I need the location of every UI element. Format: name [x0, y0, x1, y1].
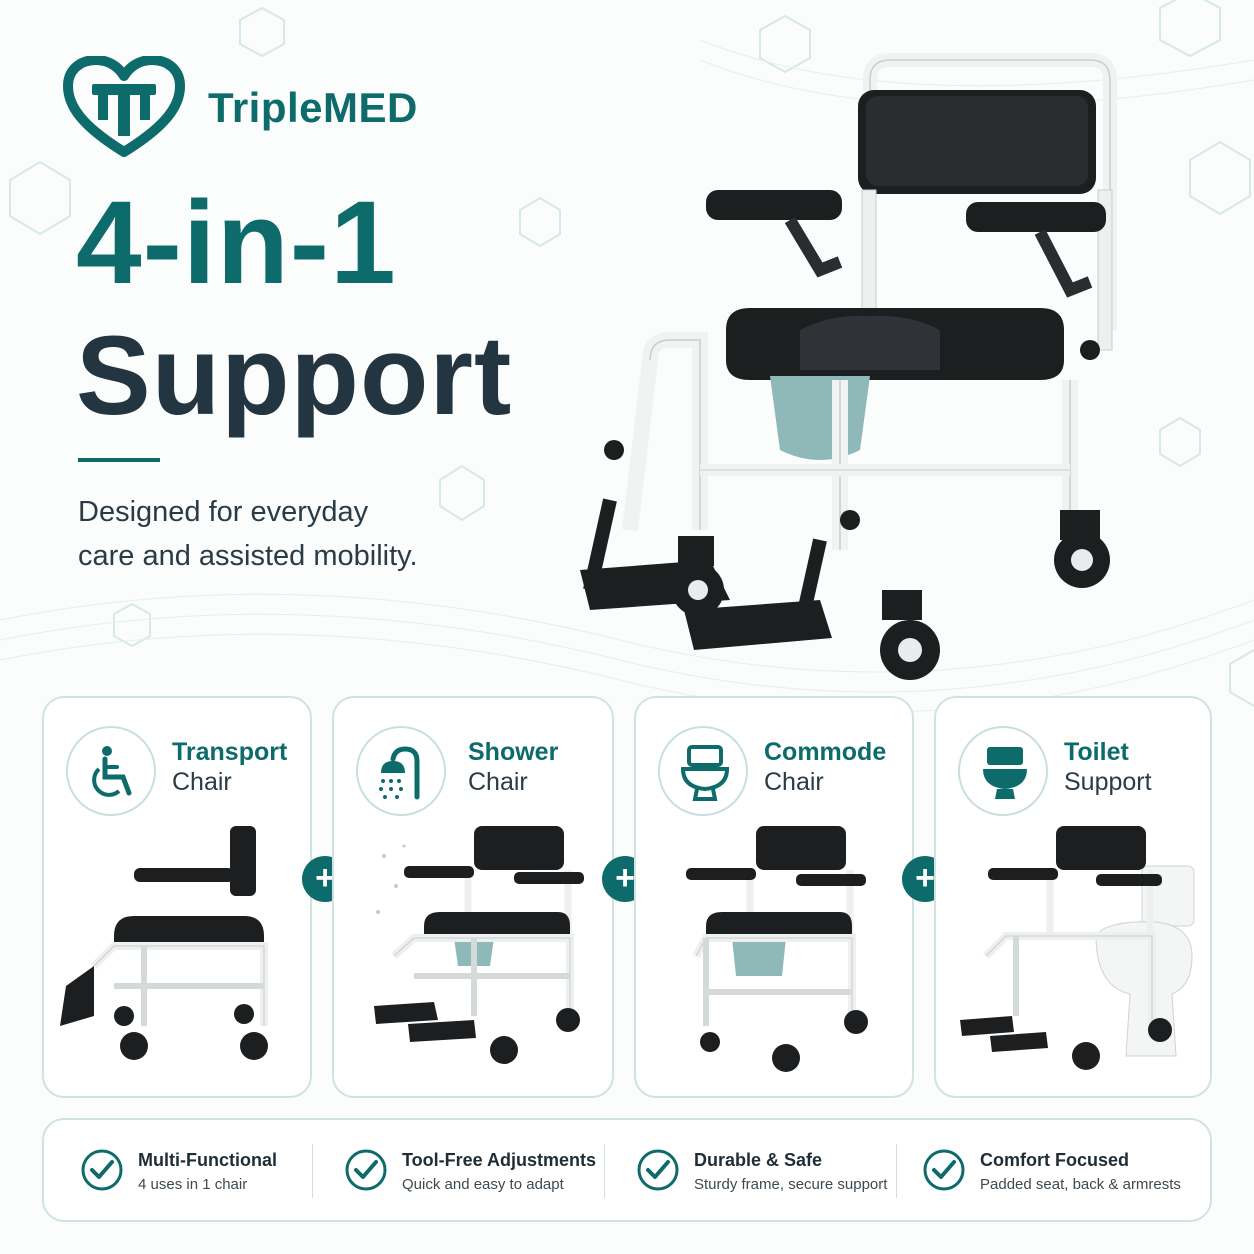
- card-icon-circle: [658, 726, 748, 816]
- wheelchair-icon: [92, 746, 132, 797]
- card-title: Shower: [468, 738, 559, 766]
- headline-divider: [78, 458, 160, 462]
- card-shower-chair: Shower Chair: [332, 696, 614, 1098]
- card-icon-circle: [958, 726, 1048, 816]
- feature-divider: [312, 1144, 313, 1198]
- feature-bar: Multi-Functional 4 uses in 1 chair Tool-…: [42, 1118, 1212, 1222]
- feature-subtitle: Sturdy frame, secure support: [694, 1176, 888, 1193]
- headline-line-1: 4-in-1: [76, 177, 397, 309]
- tagline-line-2: care and assisted mobility.: [78, 540, 418, 572]
- card-transport-chair: Transport Chair: [42, 696, 312, 1098]
- card-commode-chair: Commode Chair: [634, 696, 914, 1098]
- shower-icon: [379, 746, 420, 800]
- card-toilet-support: Toilet Support: [934, 696, 1212, 1098]
- commode-icon: [680, 745, 730, 801]
- feature-subtitle: Padded seat, back & armrests: [980, 1176, 1181, 1193]
- commode-chair-image: [686, 826, 868, 1072]
- feature-subtitle: Quick and easy to adapt: [402, 1176, 564, 1193]
- feature-title: Durable & Safe: [694, 1150, 823, 1170]
- card-subtitle: Chair: [764, 768, 824, 796]
- feature-title: Comfort Focused: [980, 1150, 1130, 1170]
- card-title: Toilet: [1064, 738, 1129, 766]
- triplemed-logo-heart-icon: [63, 56, 185, 157]
- tagline: Designed for everyday care and assisted …: [78, 490, 538, 578]
- card-icon-circle: [66, 726, 156, 816]
- shower-chair-image: [374, 826, 584, 1064]
- brand-name: TripleMED: [208, 84, 418, 131]
- feature-subtitle: 4 uses in 1 chair: [138, 1176, 248, 1193]
- card-icon-circle: [356, 726, 446, 816]
- check-circle-icon: [637, 1149, 679, 1191]
- feature-title: Multi-Functional: [138, 1150, 277, 1170]
- feature-divider: [896, 1144, 897, 1198]
- check-circle-icon: [81, 1149, 123, 1191]
- check-circle-icon: [345, 1149, 387, 1191]
- card-subtitle: Chair: [468, 768, 528, 796]
- card-title: Transport: [172, 738, 288, 766]
- toilet-icon: [983, 747, 1027, 799]
- card-title: Commode: [764, 738, 887, 766]
- headline-line-2: Support: [76, 313, 513, 438]
- tagline-line-1: Designed for everyday: [78, 496, 369, 528]
- toilet-support-image: [960, 826, 1195, 1070]
- check-circle-icon: [923, 1149, 965, 1191]
- card-subtitle: Support: [1064, 768, 1152, 796]
- hero-shower-commode-chair-image: [580, 53, 1117, 680]
- feature-title: Tool-Free Adjustments: [402, 1150, 597, 1170]
- card-subtitle: Chair: [172, 768, 232, 796]
- feature-divider: [604, 1144, 605, 1198]
- transport-chair-image: [60, 826, 268, 1060]
